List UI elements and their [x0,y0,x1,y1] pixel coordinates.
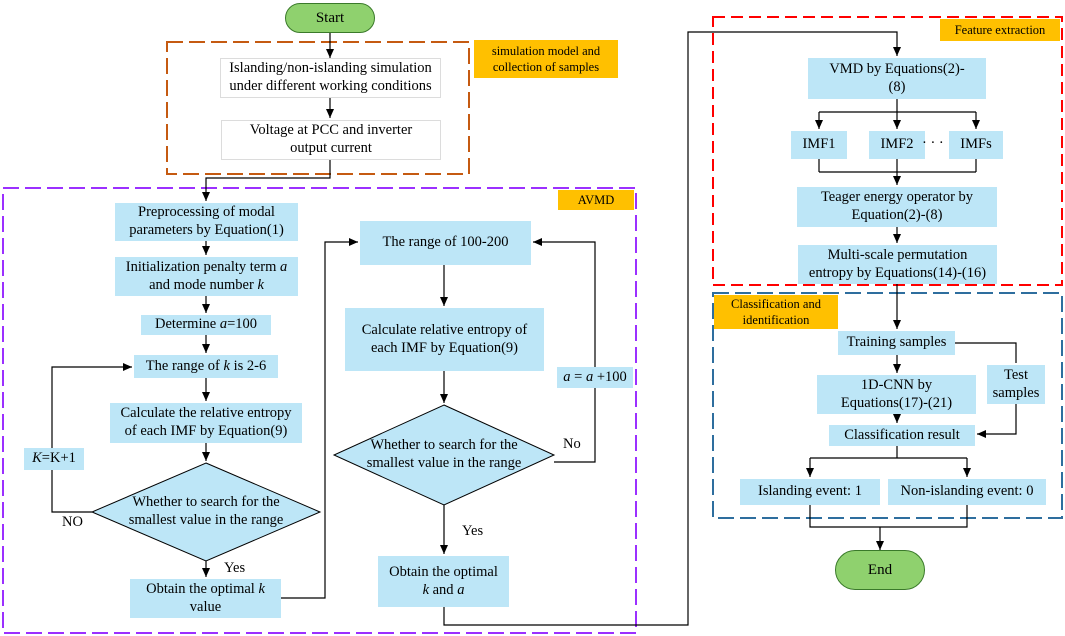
classification-result-step: Classification result [829,425,975,446]
avmd-to-feature-arrow [443,31,901,626]
mpe-step: Multi-scale permutation entropy by Equat… [798,245,997,284]
step-line: under different working conditions [229,78,432,94]
avmd-group-label: AVMD [558,190,634,210]
step-line: Test [1004,366,1028,383]
step-line: Determine a=100 [154,316,257,333]
step-line: smallest value in the range [366,455,522,471]
test-samples-step: Test samples [987,365,1045,404]
step-line: each IMF by Equation(9) [371,339,518,356]
start-terminal: Start [285,3,375,33]
left-yes-label: Yes [224,560,246,576]
a-increment-label: a = a +100 [557,367,633,388]
initialization-step: Initialization penalty term a and mode n… [115,257,298,296]
imf1-box: IMF1 [791,131,847,159]
left-to-right-arrow [281,238,358,599]
right-yes-label: Yes [462,523,484,539]
teager-step: Teager energy operator by Equation(2)-(8… [797,187,997,227]
step-line: Islanding/non-islanding simulation [229,60,432,77]
non-islanding-event-box: Non-islanding event: 0 [888,479,1046,505]
k-increment-label: K=K+1 [24,448,84,470]
step-line: a = a +100 [563,368,627,385]
feature-group-frame [712,16,1063,286]
voltage-to-avmd-arrow [202,160,331,201]
imf-ellipsis: · · · [922,135,944,151]
nonislanding-to-end-line [880,505,968,528]
calc-relative-entropy-imf-step: Calculate relative entropy of each IMF b… [345,308,544,371]
step-line: entropy by Equations(14)-(16) [808,264,987,281]
range-100-200-step: The range of 100-200 [360,221,531,265]
obtain-optimal-k-step: Obtain the optimal k value [130,579,281,618]
step-line: Calculate relative entropy of [361,321,528,338]
determine-a-step: Determine a=100 [141,315,271,335]
end-terminal: End [835,550,925,590]
step-line: Obtain the optimal [389,563,498,580]
islanding-simulation-step: Islanding/non-islanding simulation under… [220,58,441,98]
right-loop-arrow [533,238,596,463]
step-line: K=K+1 [32,450,76,467]
step-line: of each IMF by Equation(9) [124,423,288,439]
imfs-box: IMFs [949,131,1003,159]
step-line: and mode number k [149,276,264,293]
imf2-box: IMF2 [869,131,925,159]
step-line: Whether to search for the [132,494,280,511]
test-to-result-arrow [977,404,1017,438]
training-samples-step: Training samples [838,331,955,355]
step-line: k and a [422,581,465,598]
avmd-group-frame [2,187,637,634]
step-line: Equation(2)-(8) [851,207,943,223]
step-line: value [189,598,222,615]
calc-relative-entropy-step: Calculate the relative entropy of each I… [110,403,302,443]
feature-group-label: Feature extraction [940,19,1060,41]
left-loop-arrow [51,363,132,513]
step-line: Teager energy operator by [820,189,974,206]
step-line: Equations(17)-(21) [840,394,953,411]
step-line: Obtain the optimal k [146,580,265,597]
obtain-optimal-k-a-step: Obtain the optimal k and a [378,556,509,607]
step-line: VMD by Equations(2)- [829,60,965,77]
step-line: smallest value in the range [128,512,284,528]
islanding-event-box: Islanding event: 1 [740,479,880,505]
left-decision-diamond: Whether to search for the smallest value… [100,492,312,532]
step-line: Initialization penalty term a [125,258,288,275]
training-to-test-line [955,342,1017,363]
voltage-current-step: Voltage at PCC and inverter output curre… [221,120,441,160]
classification-group-label: Classification and identification [714,295,838,329]
step-line: output current [290,140,372,156]
step-line: samples [992,384,1040,401]
right-decision-diamond: Whether to search for the smallest value… [342,435,546,475]
step-line: 1D-CNN by [860,376,933,393]
vmd-step: VMD by Equations(2)- (8) [808,58,986,99]
cnn-step: 1D-CNN by Equations(17)-(21) [817,375,976,414]
preprocessing-step: Preprocessing of modal parameters by Equ… [115,203,298,241]
step-line: parameters by Equation(1) [129,222,284,238]
step-line: (8) [888,78,906,95]
simulation-group-frame [166,41,470,175]
step-line: Voltage at PCC and inverter [249,122,413,139]
left-no-label: NO [62,514,83,530]
step-line: Preprocessing of modal [138,204,275,221]
step-line: Multi-scale permutation [827,246,968,263]
islanding-to-end-line [809,505,880,528]
classification-group-frame [712,292,1063,519]
simulation-group-label: simulation model and collection of sampl… [474,40,618,78]
step-line: Whether to search for the [370,437,518,454]
step-line: Calculate the relative entropy [120,405,292,422]
step-line: The range of k is 2-6 [145,357,267,374]
range-k-step: The range of k is 2-6 [134,355,278,378]
right-no-label: No [563,436,581,452]
